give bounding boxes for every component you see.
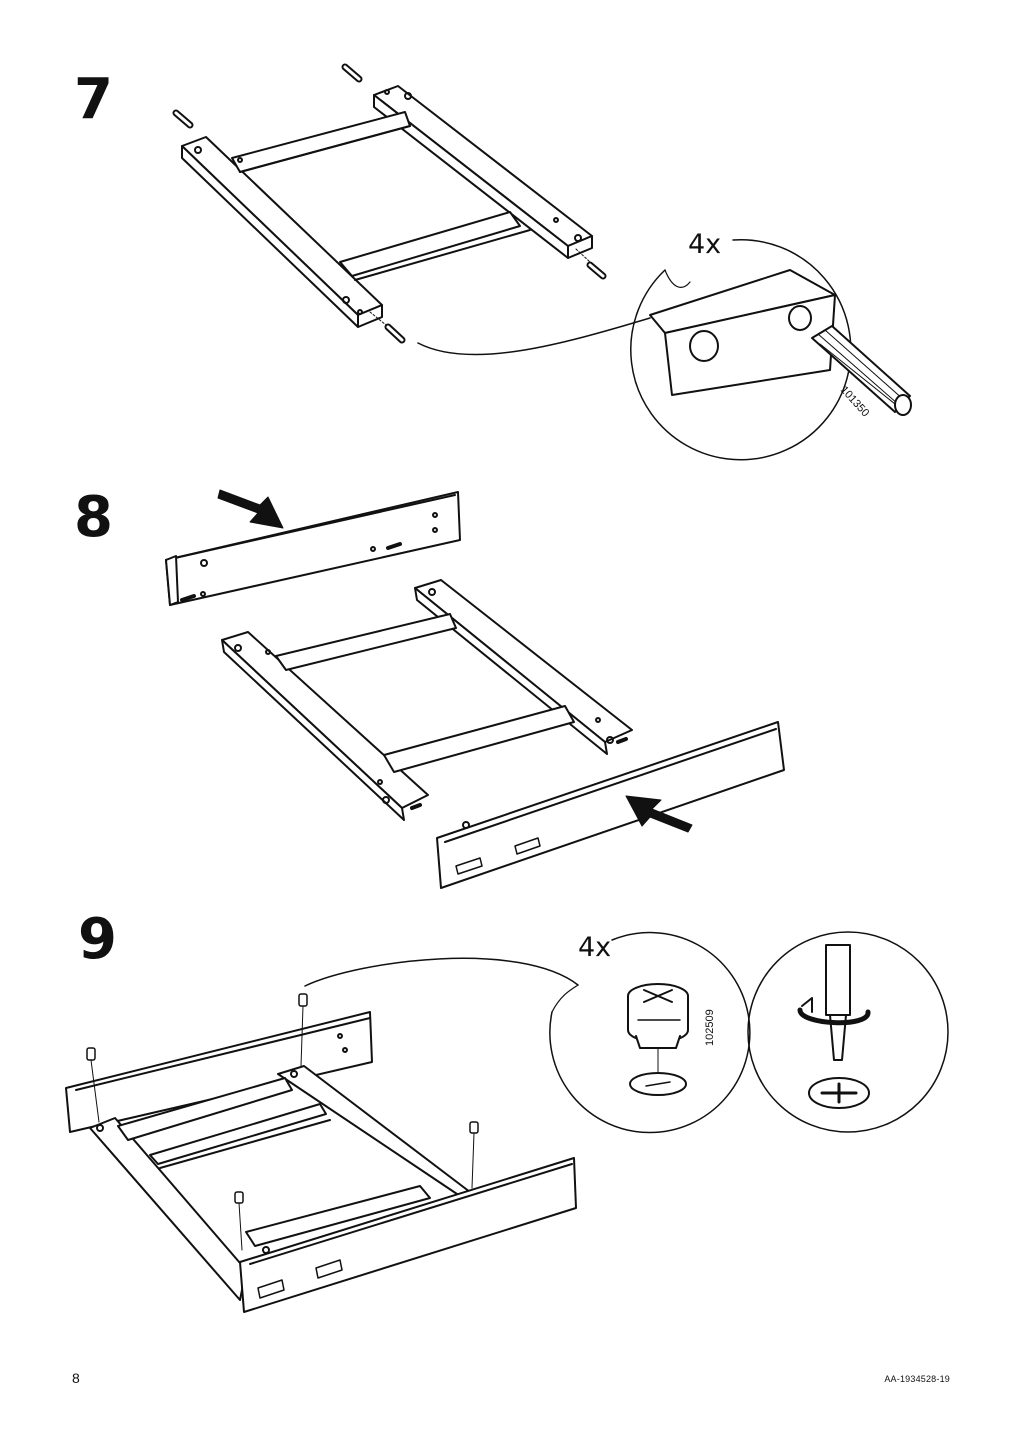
step8-frame-illustration bbox=[165, 489, 785, 889]
step-9-part-number: 102509 bbox=[704, 1009, 716, 1046]
step-9-number: 9 bbox=[78, 907, 117, 972]
step9-frame-illustration bbox=[65, 957, 579, 1313]
dowel-icon bbox=[172, 63, 607, 344]
step7-detail-callout bbox=[630, 238, 912, 461]
ribbed-dowel-icon bbox=[811, 325, 912, 416]
cam-lock-icon bbox=[514, 837, 541, 855]
document-id: AA-1934528-19 bbox=[884, 1374, 950, 1384]
step7-frame-illustration bbox=[172, 63, 651, 356]
step-8-number: 8 bbox=[74, 485, 113, 550]
screwdriver-icon bbox=[797, 944, 871, 1109]
cam-lock-icon bbox=[315, 1259, 343, 1279]
cam-fitting-icon bbox=[86, 993, 479, 1251]
cam-fitting-icon bbox=[627, 983, 689, 1096]
cam-lock-icon bbox=[257, 1279, 285, 1299]
cam-lock-icon bbox=[455, 857, 483, 875]
step-7-quantity: 4x bbox=[688, 229, 722, 260]
step9-detail-callout-fitting bbox=[549, 931, 751, 1134]
arrow-icon bbox=[217, 489, 284, 529]
step-9-quantity: 4x bbox=[578, 932, 612, 963]
arrow-icon bbox=[625, 795, 693, 833]
step9-detail-callout-screwdriver bbox=[747, 931, 949, 1133]
step-7-number: 7 bbox=[74, 67, 113, 132]
step-7-part-number: 101350 bbox=[838, 384, 871, 419]
page-number: 8 bbox=[72, 1370, 80, 1386]
